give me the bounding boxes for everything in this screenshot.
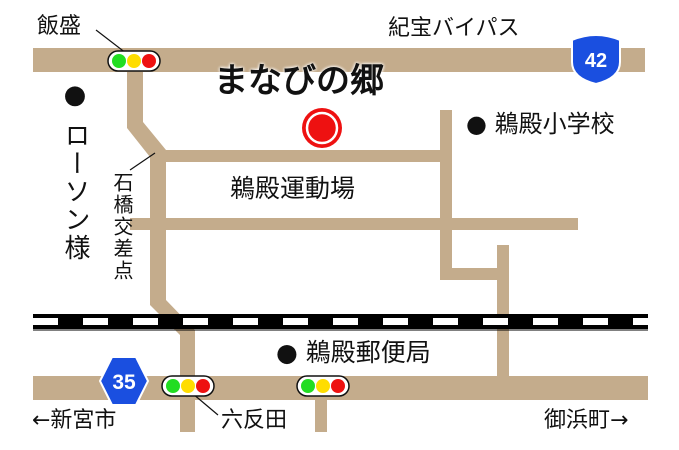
railway: [33, 314, 648, 331]
destination-marker: [302, 108, 342, 148]
route35-shield: 35: [98, 356, 150, 406]
map-title: まなびの郷: [214, 61, 384, 101]
ishibashi-road: [127, 72, 195, 432]
route42-shield: 42: [571, 34, 621, 86]
route35-number: 35: [112, 371, 136, 394]
east-street-2: [497, 245, 509, 378]
east-connector: [440, 268, 509, 280]
signal-iimori: [107, 50, 161, 72]
south-street: [315, 400, 327, 432]
route42-number: 42: [585, 50, 607, 72]
label-lawson: ● ローソン様: [60, 80, 90, 263]
signal-rokutanda: [161, 375, 215, 397]
label-mihama: 御浜町→: [544, 408, 629, 433]
label-post-office: ● 鵜殿郵便局: [276, 338, 431, 367]
east-street: [440, 110, 452, 280]
label-school: ● 鵜殿小学校: [466, 110, 615, 138]
label-ishibashi: 石橋交差点: [110, 172, 134, 282]
label-ground: 鵜殿運動場: [230, 174, 356, 203]
label-shingu: ←新宮市: [32, 408, 117, 433]
north-street: [160, 150, 452, 162]
label-iimori: 飯盛: [37, 14, 82, 39]
label-bypass: 紀宝バイパス: [388, 16, 520, 41]
signal-east: [296, 375, 350, 397]
label-rokutanda: 六反田: [221, 408, 288, 433]
middle-street: [130, 218, 578, 230]
